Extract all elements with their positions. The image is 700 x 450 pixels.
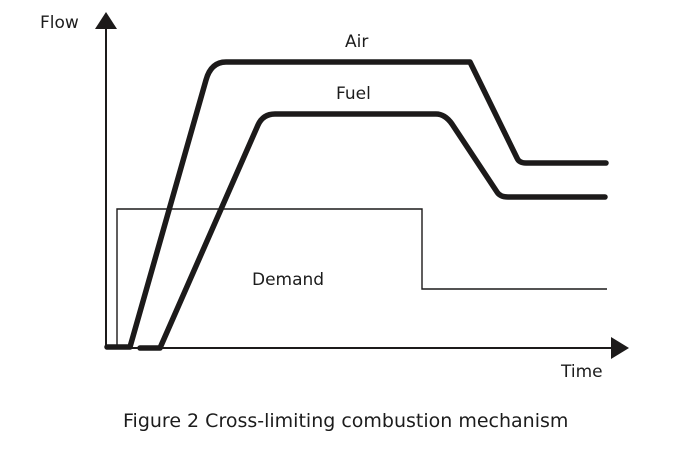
y-axis-label: Flow — [40, 13, 79, 33]
air-curve — [104, 59, 609, 350]
fuel-label: Fuel — [336, 84, 371, 104]
x-axis-arrowhead — [611, 337, 629, 359]
fuel-curve — [137, 111, 608, 351]
y-axis-arrowhead — [95, 12, 117, 29]
air-label: Air — [345, 32, 368, 52]
demand-label: Demand — [252, 270, 324, 290]
x-axis-label: Time — [560, 362, 603, 382]
figure-caption: Figure 2 Cross-limiting combustion mecha… — [123, 410, 568, 432]
demand-curve — [106, 208, 607, 348]
